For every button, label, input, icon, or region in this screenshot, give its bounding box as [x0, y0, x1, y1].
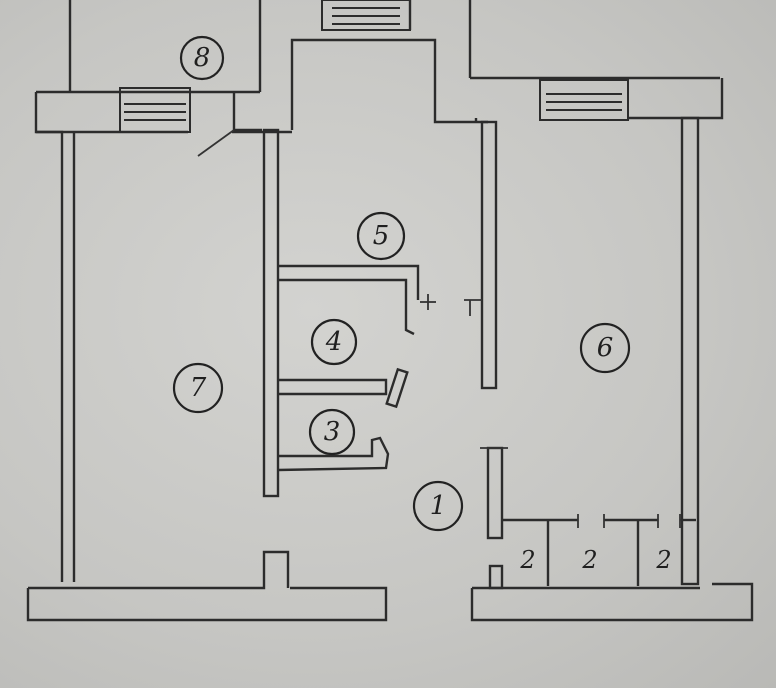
room-7-window — [119, 87, 191, 133]
svg-text:2: 2 — [519, 546, 535, 574]
svg-text:3: 3 — [324, 417, 341, 447]
room-label-2a: 2 — [519, 546, 535, 574]
room-6-window — [539, 79, 629, 121]
svg-text:5: 5 — [373, 221, 390, 251]
svg-text:2: 2 — [581, 546, 597, 574]
svg-text:1: 1 — [430, 491, 447, 521]
room-label-8: 8 — [179, 35, 225, 81]
room-label-3: 3 — [308, 408, 356, 456]
top-window — [321, 0, 411, 31]
bath-block — [277, 264, 436, 472]
room-7-walls — [26, 90, 388, 622]
svg-text:8: 8 — [194, 43, 211, 73]
svg-text:6: 6 — [597, 333, 614, 363]
room-label-2b: 2 — [581, 546, 597, 574]
partition-7 — [197, 92, 280, 498]
room-label-6: 6 — [579, 322, 631, 374]
room-label-7: 7 — [172, 362, 224, 414]
svg-text:7: 7 — [190, 373, 207, 403]
room-label-2c: 2 — [655, 546, 671, 574]
entry-closets — [480, 446, 696, 590]
room-label-1: 1 — [412, 480, 464, 532]
room-label-5: 5 — [356, 211, 406, 261]
room-6-walls — [464, 78, 754, 622]
upper-walls — [68, 0, 720, 130]
svg-text:4: 4 — [325, 327, 343, 357]
svg-text:2: 2 — [655, 546, 671, 574]
room-label-4: 4 — [310, 318, 358, 366]
